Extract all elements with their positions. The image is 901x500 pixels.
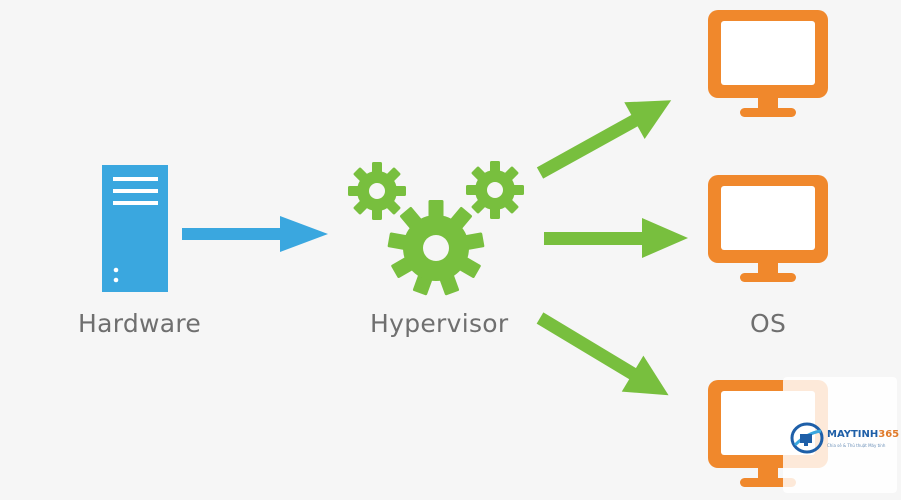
gear-small-right-icon	[466, 161, 524, 219]
arrow-hardware-to-hypervisor	[182, 216, 328, 252]
arrow-to-bottom-os	[536, 312, 669, 396]
gear-small-left-icon	[348, 162, 406, 220]
gears-icon	[348, 161, 524, 296]
gear-tooth	[348, 186, 360, 196]
gear-large-icon	[387, 200, 485, 296]
label-hypervisor: Hypervisor	[370, 309, 509, 338]
gear-tooth	[428, 200, 444, 218]
gear-tooth	[372, 208, 382, 220]
arrow-to-middle-os	[544, 218, 688, 258]
gear-hole	[423, 235, 449, 261]
server-tower-icon	[102, 165, 168, 292]
monitor-icon-top	[708, 10, 828, 117]
gear-tooth	[490, 161, 500, 173]
gear-tooth	[394, 186, 406, 196]
gear-tooth	[490, 207, 500, 219]
brand-name: MAYTINH365	[827, 429, 900, 440]
arrow-to-top-os	[536, 100, 672, 179]
brand-logo-icon	[790, 422, 824, 454]
brand-tagline: Chia sẻ & Thủ thuật Máy tính	[827, 443, 886, 448]
gear-tooth	[387, 232, 408, 250]
label-hardware: Hardware	[78, 309, 202, 338]
gear-tooth	[512, 185, 524, 195]
gear-tooth	[464, 232, 485, 250]
label-os: OS	[750, 309, 787, 338]
watermark: MAYTINH365 Chia sẻ & Thủ thuật Máy tính	[783, 377, 900, 493]
gear-hole	[487, 182, 503, 198]
gear-tooth	[372, 162, 382, 174]
monitor-icon-middle	[708, 175, 828, 282]
gear-hole	[369, 183, 385, 199]
gear-tooth	[466, 185, 478, 195]
